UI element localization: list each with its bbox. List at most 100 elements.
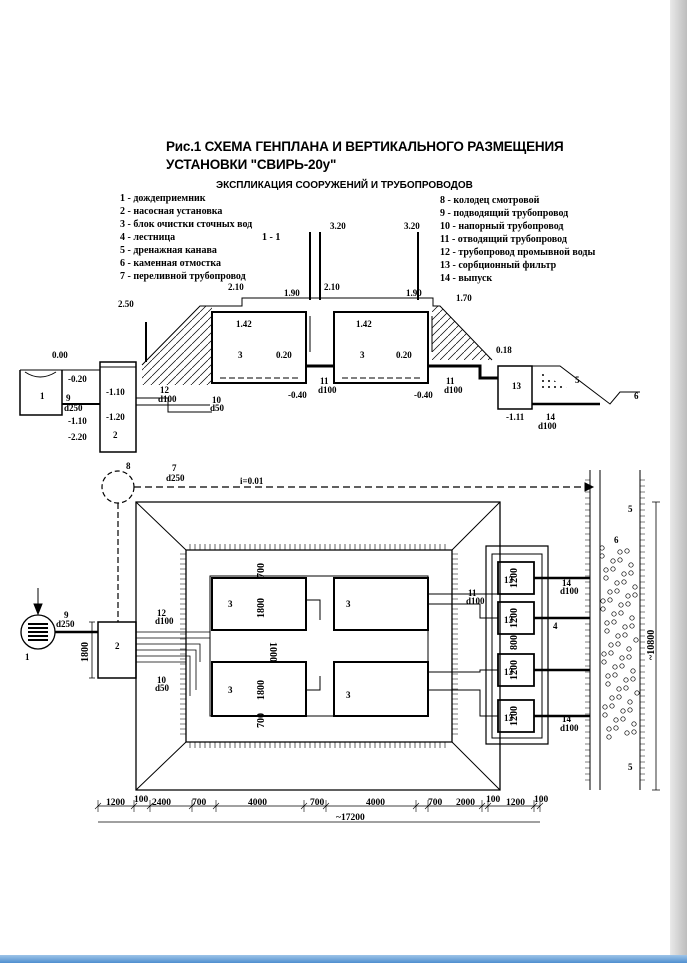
stone-paving xyxy=(540,372,570,390)
callout: d50 xyxy=(155,683,170,693)
elev: 1.90 xyxy=(406,288,422,298)
paving-stone xyxy=(618,610,624,616)
pump-station-2 xyxy=(97,621,137,679)
pump-station-box xyxy=(99,361,137,453)
paving-stone xyxy=(628,570,634,576)
paving-stone xyxy=(606,734,612,740)
paving-stone xyxy=(619,663,625,669)
callout: d100 xyxy=(560,586,579,596)
paving-stone xyxy=(630,676,636,682)
paving-stone xyxy=(611,611,617,617)
callout: d50 xyxy=(210,403,225,413)
dim-text: 100 xyxy=(534,795,549,805)
legend-item: 14 - выпуск xyxy=(440,273,493,284)
legend-item: 5 - дренажная канава xyxy=(120,245,217,256)
callout: 9 xyxy=(64,610,69,620)
callout: 3 xyxy=(228,599,233,609)
section-labels: 1 2 3 3 13 5 6 9 d250 12 d100 10 d50 11 … xyxy=(40,350,639,440)
callout: d100 xyxy=(466,596,485,606)
elev: 1.42 xyxy=(236,319,252,329)
elev: -1.20 xyxy=(106,412,125,422)
callout: 8 xyxy=(126,461,131,471)
outlet-pipes-14 xyxy=(534,576,590,718)
elev: 0.18 xyxy=(496,345,512,355)
fill-left xyxy=(142,306,212,385)
elev: -1.10 xyxy=(106,387,125,397)
dim-1800-left xyxy=(89,621,95,679)
dim-text: 1200 xyxy=(509,660,520,680)
paving-stone xyxy=(616,686,622,692)
callout: d250 xyxy=(166,473,185,483)
legend-item: 8 - колодец смотровой xyxy=(440,195,540,206)
paving-stone xyxy=(605,681,611,687)
elev: -0.40 xyxy=(414,390,433,400)
block-3-ne xyxy=(333,577,429,631)
rotated-dimensions: 1800 700 1800 1000 1800 700 1200 1200 80… xyxy=(80,563,657,728)
legend-item: 4 - лестница xyxy=(120,232,176,243)
paving-stone xyxy=(625,601,631,607)
bottom-dimensions: 1200 100 2400 700 4000 700 4000 700 2000… xyxy=(106,795,549,823)
elev: 2.10 xyxy=(228,282,244,292)
elev: -0.40 xyxy=(288,390,307,400)
block-3-se xyxy=(333,661,429,717)
paving-stone xyxy=(632,584,638,590)
paving-stone xyxy=(602,704,608,710)
callout: 2 xyxy=(115,641,120,651)
site-area xyxy=(209,575,429,717)
paving-stone xyxy=(615,633,621,639)
section-structures xyxy=(19,232,640,453)
elev: 1.42 xyxy=(356,319,372,329)
rain-inlet-box xyxy=(19,370,63,416)
dim-text: 1800 xyxy=(256,680,267,700)
sorption-filter xyxy=(497,365,533,410)
paving-stone xyxy=(612,664,618,670)
arrow-7 xyxy=(584,482,595,492)
filter-13-4 xyxy=(497,699,535,733)
plan-labels: 8 7 d250 i=0.01 9 d250 1 2 12 d100 10 d5… xyxy=(25,461,633,772)
paving-stone xyxy=(611,619,617,625)
fill-right xyxy=(432,306,492,360)
paving-stone xyxy=(629,615,635,621)
paving-stone xyxy=(631,721,637,727)
paving-stone xyxy=(630,668,636,674)
paving-stone xyxy=(604,628,610,634)
paving-stone xyxy=(627,699,633,705)
callout: 13 xyxy=(512,381,522,391)
platform-ruler-ticks xyxy=(94,479,645,812)
paving-stone xyxy=(614,588,620,594)
paving-stone xyxy=(621,571,627,577)
paving-stone xyxy=(603,567,609,573)
callout: 1 xyxy=(40,391,45,401)
callout: d100 xyxy=(560,723,579,733)
callout: 13 xyxy=(504,575,514,585)
paving-stone xyxy=(625,593,631,599)
callout: 3 xyxy=(346,599,351,609)
elev: 1.70 xyxy=(456,293,472,303)
paving-stone xyxy=(622,624,628,630)
callout: 6 xyxy=(634,391,639,401)
riser-b xyxy=(427,316,433,352)
paving-stone xyxy=(628,562,634,568)
callout: 3 xyxy=(238,350,243,360)
dim-text: 1200 xyxy=(509,568,520,588)
callout: 11 xyxy=(468,588,477,598)
paving-stone xyxy=(634,690,640,696)
callout: 14 xyxy=(546,412,556,422)
paving-stone xyxy=(605,673,611,679)
legend-item: 3 - блок очистки сточных вод xyxy=(120,219,253,230)
callout: d100 xyxy=(155,616,174,626)
pipe-11b xyxy=(428,364,498,380)
legend-item: 6 - каменная отмостка xyxy=(120,258,222,269)
callout: 13 xyxy=(504,667,514,677)
inlet-grate xyxy=(28,623,48,641)
paving-stone xyxy=(600,606,606,612)
legend-item: 12 - трубопровод промывной воды xyxy=(440,247,596,258)
ground-right xyxy=(532,365,640,405)
section-label: 1 - 1 xyxy=(262,232,281,243)
elev: -0.20 xyxy=(68,374,87,384)
platform-outer xyxy=(135,501,501,791)
callout: d250 xyxy=(64,403,83,413)
paving-stone xyxy=(621,579,627,585)
